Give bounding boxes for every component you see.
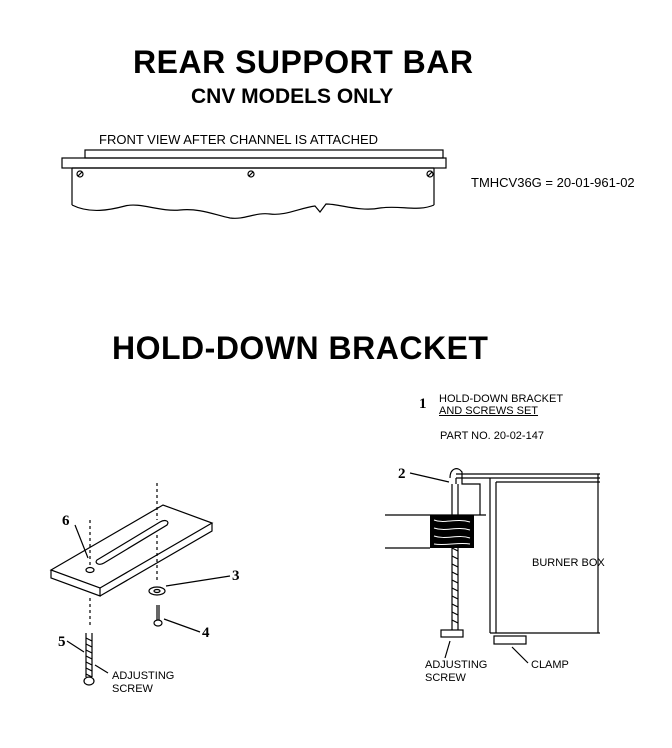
adjusting-screw-label-left-line2: SCREW [112,683,153,695]
clamp-label: CLAMP [531,659,569,671]
rear-support-bar-title: REAR SUPPORT BAR [133,44,474,80]
part-number-label: PART NO. 20-02-147 [440,430,544,442]
adjusting-screw-label-right-line1: ADJUSTING [425,659,488,671]
wood-block [430,515,474,548]
bracket-assembled-drawing [385,468,600,664]
item-description-line1: HOLD-DOWN BRACKET [439,393,564,405]
front-view-label: FRONT VIEW AFTER CHANNEL IS ATTACHED [99,132,379,147]
item-description-line2: AND SCREWS SET [439,405,539,417]
callout-4: 4 [202,625,210,641]
burner-box-label: BURNER BOX [532,557,605,569]
adjusting-screw-label-left-line1: ADJUSTING [112,670,175,682]
rear-support-bar-drawing [61,149,447,219]
callout-2: 2 [398,466,406,482]
callout-3: 3 [232,568,240,584]
hold-down-bracket-title: HOLD-DOWN BRACKET [112,330,489,366]
callout-5: 5 [58,634,66,650]
bracket-exploded-drawing [49,483,231,686]
callout-6: 6 [62,513,70,529]
item-number-1: 1 [419,396,427,412]
adjusting-screw-label-right-line2: SCREW [425,672,466,684]
cnv-models-subtitle: CNV MODELS ONLY [191,85,394,108]
rear-support-part-code: TMHCV36G = 20-01-961-02 [471,175,635,190]
